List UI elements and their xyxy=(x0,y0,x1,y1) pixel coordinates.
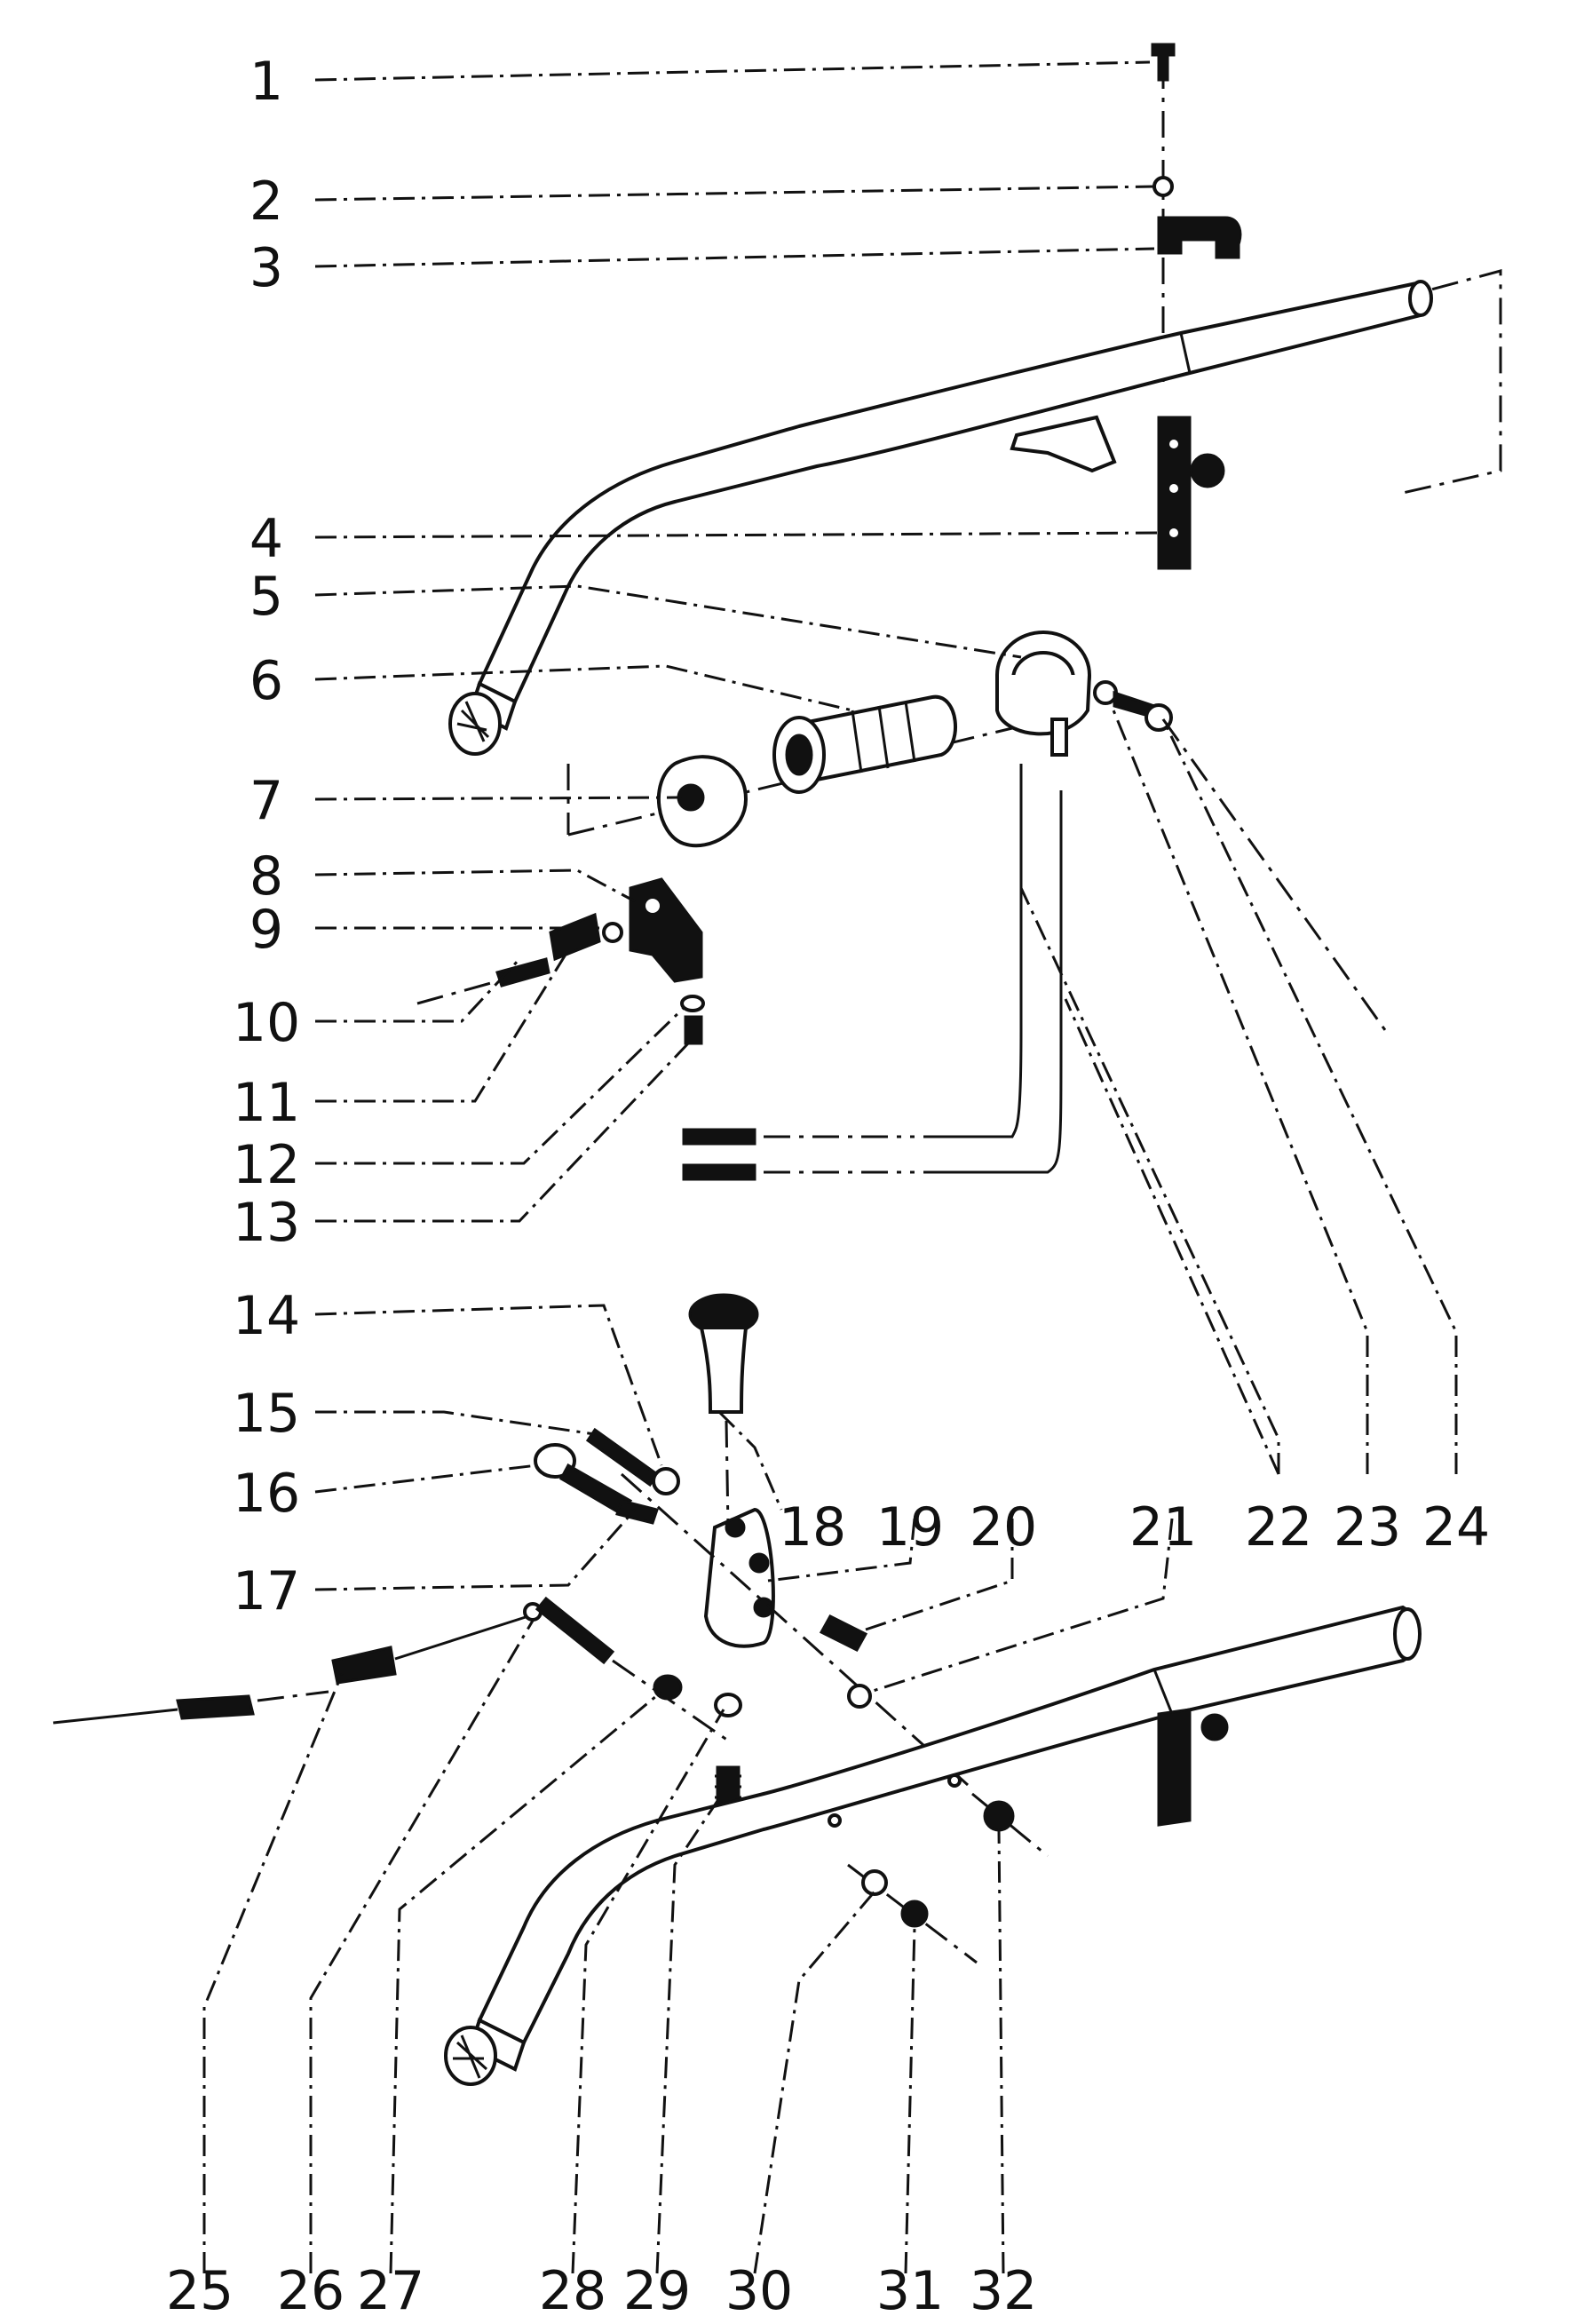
callout-29: 29 xyxy=(623,2260,691,2322)
callout-19: 19 xyxy=(876,1496,944,1559)
callout-3: 3 xyxy=(249,237,283,299)
callout-14: 14 xyxy=(233,1285,300,1347)
callout-23: 23 xyxy=(1334,1496,1401,1559)
callout-27: 27 xyxy=(357,2260,424,2322)
lower-handlebar xyxy=(52,1293,1422,2086)
callout-15: 15 xyxy=(233,1383,300,1445)
callout-13: 13 xyxy=(233,1192,300,1254)
callout-4: 4 xyxy=(249,508,283,570)
callout-32: 32 xyxy=(970,2260,1037,2322)
callout-31: 31 xyxy=(876,2260,944,2322)
callout-25: 25 xyxy=(166,2260,234,2322)
callout-1: 1 xyxy=(249,51,283,113)
callout-6: 6 xyxy=(249,650,283,712)
callout-24: 24 xyxy=(1422,1496,1490,1559)
callout-7: 7 xyxy=(249,770,283,832)
callout-21: 21 xyxy=(1129,1496,1197,1559)
callout-10: 10 xyxy=(233,992,300,1054)
callout-labels: 1 2 3 4 5 6 7 8 9 10 11 12 13 14 15 16 1… xyxy=(166,51,1490,2322)
throttle-grip-group xyxy=(566,631,1387,1181)
callout-5: 5 xyxy=(249,566,283,628)
callout-11: 11 xyxy=(233,1072,300,1134)
callout-8: 8 xyxy=(249,845,283,908)
callout-22: 22 xyxy=(1245,1496,1312,1559)
callout-12: 12 xyxy=(233,1134,300,1196)
callout-17: 17 xyxy=(233,1560,300,1622)
callout-28: 28 xyxy=(539,2260,606,2322)
callout-16: 16 xyxy=(233,1463,300,1525)
callout-9: 9 xyxy=(249,899,283,961)
callout-18: 18 xyxy=(779,1496,846,1559)
callout-30: 30 xyxy=(725,2260,793,2322)
callout-26: 26 xyxy=(277,2260,345,2322)
lever-bracket-group xyxy=(416,877,705,1045)
callout-2: 2 xyxy=(249,171,283,233)
upper-handlebar xyxy=(448,43,1502,756)
leader-lines xyxy=(202,60,1458,2274)
callout-20: 20 xyxy=(970,1496,1037,1559)
